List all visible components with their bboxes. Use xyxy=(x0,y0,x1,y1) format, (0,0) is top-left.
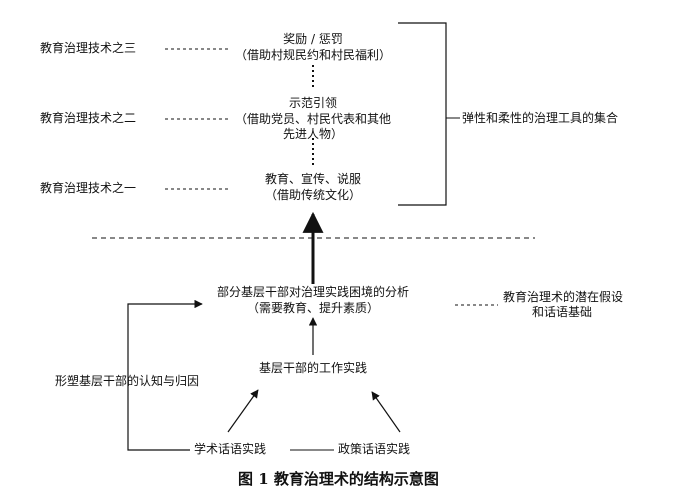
node-reward-subtitle: （借助村规民约和村民福利） xyxy=(234,48,391,62)
node-demo-subtitle-cont: 先进人物） xyxy=(282,127,343,141)
node-academic-discourse: 学术话语实践 xyxy=(194,442,267,456)
toolset-label: 弹性和柔性的治理工具的集合 xyxy=(462,111,619,125)
node-education-subtitle: （借助传统文化） xyxy=(264,188,361,202)
premise-label-line2: 和话语基础 xyxy=(532,305,593,319)
node-demo-title: 示范引领 xyxy=(288,96,337,110)
node-education-title: 教育、宣传、说服 xyxy=(264,172,361,186)
node-analysis-title: 部分基层干部对治理实践困境的分析 xyxy=(216,285,409,299)
node-reward-title: 奖励 / 惩罚 xyxy=(283,32,343,46)
right-bracket xyxy=(398,22,447,206)
node-policy-discourse: 政策话语实践 xyxy=(338,442,411,456)
figure-caption: 图 1 教育治理术的结构示意图 xyxy=(238,470,439,488)
arrow-loop-to-analysis xyxy=(127,299,203,451)
premise-label-line1: 教育治理术的潜在假设 xyxy=(503,290,624,304)
level-label-3: 教育治理技术之三 xyxy=(40,41,137,55)
level-label-1: 教育治理技术之一 xyxy=(40,181,137,195)
arrow-policy-to-practice xyxy=(371,391,401,433)
level-label-2: 教育治理技术之二 xyxy=(40,111,137,125)
cognition-label: 形塑基层干部的认知与归因 xyxy=(55,374,200,388)
node-analysis-subtitle: （需要教育、提升素质） xyxy=(246,301,379,315)
arrow-academic-to-practice xyxy=(227,389,259,433)
node-work-practice: 基层干部的工作实践 xyxy=(258,361,367,375)
node-demo-subtitle: （借助党员、村民代表和其他 xyxy=(234,112,391,126)
